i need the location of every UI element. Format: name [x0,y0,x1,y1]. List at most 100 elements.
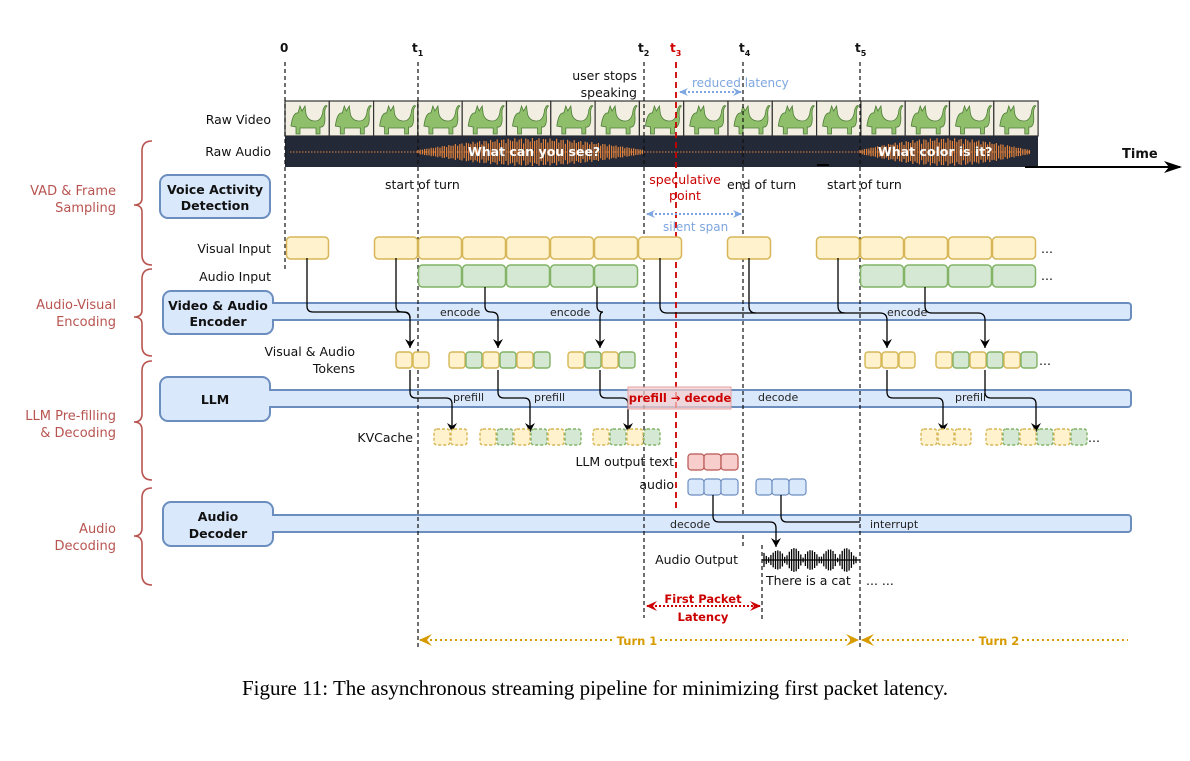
visual-token [881,351,899,369]
token [986,351,1004,369]
token [465,351,483,369]
time-marker-t3: t3 [670,41,681,58]
token [499,351,517,369]
llm-output-text-tokens [687,453,739,471]
module-bars [267,302,1132,533]
visual-token [898,351,916,369]
vad-module-label-2: Detection [181,198,249,213]
video-frame [993,100,1039,137]
prefill-label-3: prefill [955,391,986,404]
encoder-module-label: Video & Audio [168,298,268,313]
audio-input-block [903,264,949,288]
token [533,351,551,369]
token [482,351,500,369]
user-stops-speaking: user stops [572,68,637,83]
audio-input-more: ... [1041,268,1053,283]
turn1-label: Turn 1 [617,634,658,648]
group-llm-label: LLM Pre-filling [25,409,116,424]
llm-bar-labels: prefill prefill prefill → decode decode … [453,386,986,410]
kvcache-label: KVCache [357,430,413,445]
audio-input-block [417,264,463,288]
visual-audio-tokens [395,351,1038,369]
encode-connectors [306,258,990,348]
time-marker-t5: t5 [855,41,867,58]
kvcache-token [530,428,548,446]
token [1003,351,1021,369]
raw-video-label: Raw Video [206,112,271,127]
audio-input-label: Audio Input [199,269,271,284]
audio-input-row [417,264,1037,288]
audio-output-waveform [762,548,860,572]
kvcache-token [920,428,938,446]
token [516,351,534,369]
token [618,351,636,369]
video-frame [948,100,995,137]
group-encoding-label: Audio-Visual [36,298,116,313]
kvcache-token [547,428,565,446]
visual-token [864,351,882,369]
encode-label-3: encode [887,306,927,319]
start-of-turn-2: start of turn [827,177,902,192]
kvcache-token [479,428,497,446]
video-frame [683,100,729,137]
video-frame [550,100,596,137]
audio-input-block [991,264,1037,288]
visual-input-block [815,236,861,260]
tokens-label-2: Tokens [312,361,355,376]
visual-input-label: Visual Input [197,241,271,256]
visual-token [412,351,430,369]
llm-module: LLM [159,376,276,422]
start-of-turn-1: start of turn [385,177,460,192]
kvcache-token [450,428,468,446]
group-vad-label-2: Sampling [55,201,116,216]
video-frame [815,100,862,137]
raw-video-strip [284,100,1039,137]
first-packet-latency-label: First Packet [664,592,742,606]
visual-token [395,351,413,369]
visual-input-block [947,236,993,260]
decoder-module-label: Audio [198,509,239,524]
encode-label-2: encode [550,306,590,319]
vad-module-label: Voice Activity [167,182,263,197]
visual-input-block [859,236,905,260]
visual-input-block [417,236,463,260]
kvcache-token [564,428,582,446]
speculative-point-label: speculative [649,172,721,187]
kvcache-token [513,428,531,446]
token [448,351,466,369]
group-vad-label: VAD & Frame [30,184,116,199]
visual-input-block [903,236,949,260]
group-labels: VAD & Frame Sampling Audio-Visual Encodi… [25,184,116,554]
audio-token-label: audio [639,477,674,492]
visual-input-block [373,236,419,260]
tokens-more: ... [1039,353,1051,368]
audio-tokens [687,478,807,496]
visual-input-more: ... [1041,241,1053,256]
visual-input-block [991,236,1037,260]
video-frame [771,100,818,137]
visual-input-block [637,236,683,260]
video-frame [284,100,330,137]
encoder-module: Video & Audio Encoder [162,290,278,335]
time-marker-0: 0 [280,41,288,55]
speech-text: There is a cat [765,573,851,588]
time-axis-label: Time [1122,147,1158,162]
time-marker-t2: t2 [638,41,649,58]
speech-ellipsis: ... ... [866,573,894,588]
utterance-1: What can you see? [468,144,600,159]
row-labels: Raw Video Raw Audio Visual Input Audio I… [197,112,738,567]
speculative-point-label-2: point [669,188,701,203]
encode-label-1: encode [440,306,480,319]
video-frame [417,100,463,137]
video-frame [727,100,773,137]
utterance-2: What color is it? [878,144,992,159]
kvcache-token [1002,428,1020,446]
video-frame [904,100,951,137]
audio-waveform [290,138,1031,166]
user-stops-speaking-2: speaking [581,85,637,100]
llm-decode-label: decode [758,391,799,404]
figure-caption: Figure 11: The asynchronous streaming pi… [241,676,949,700]
token [969,351,987,369]
group-audio-label: Audio [79,522,116,537]
visual-input-block [461,236,507,260]
